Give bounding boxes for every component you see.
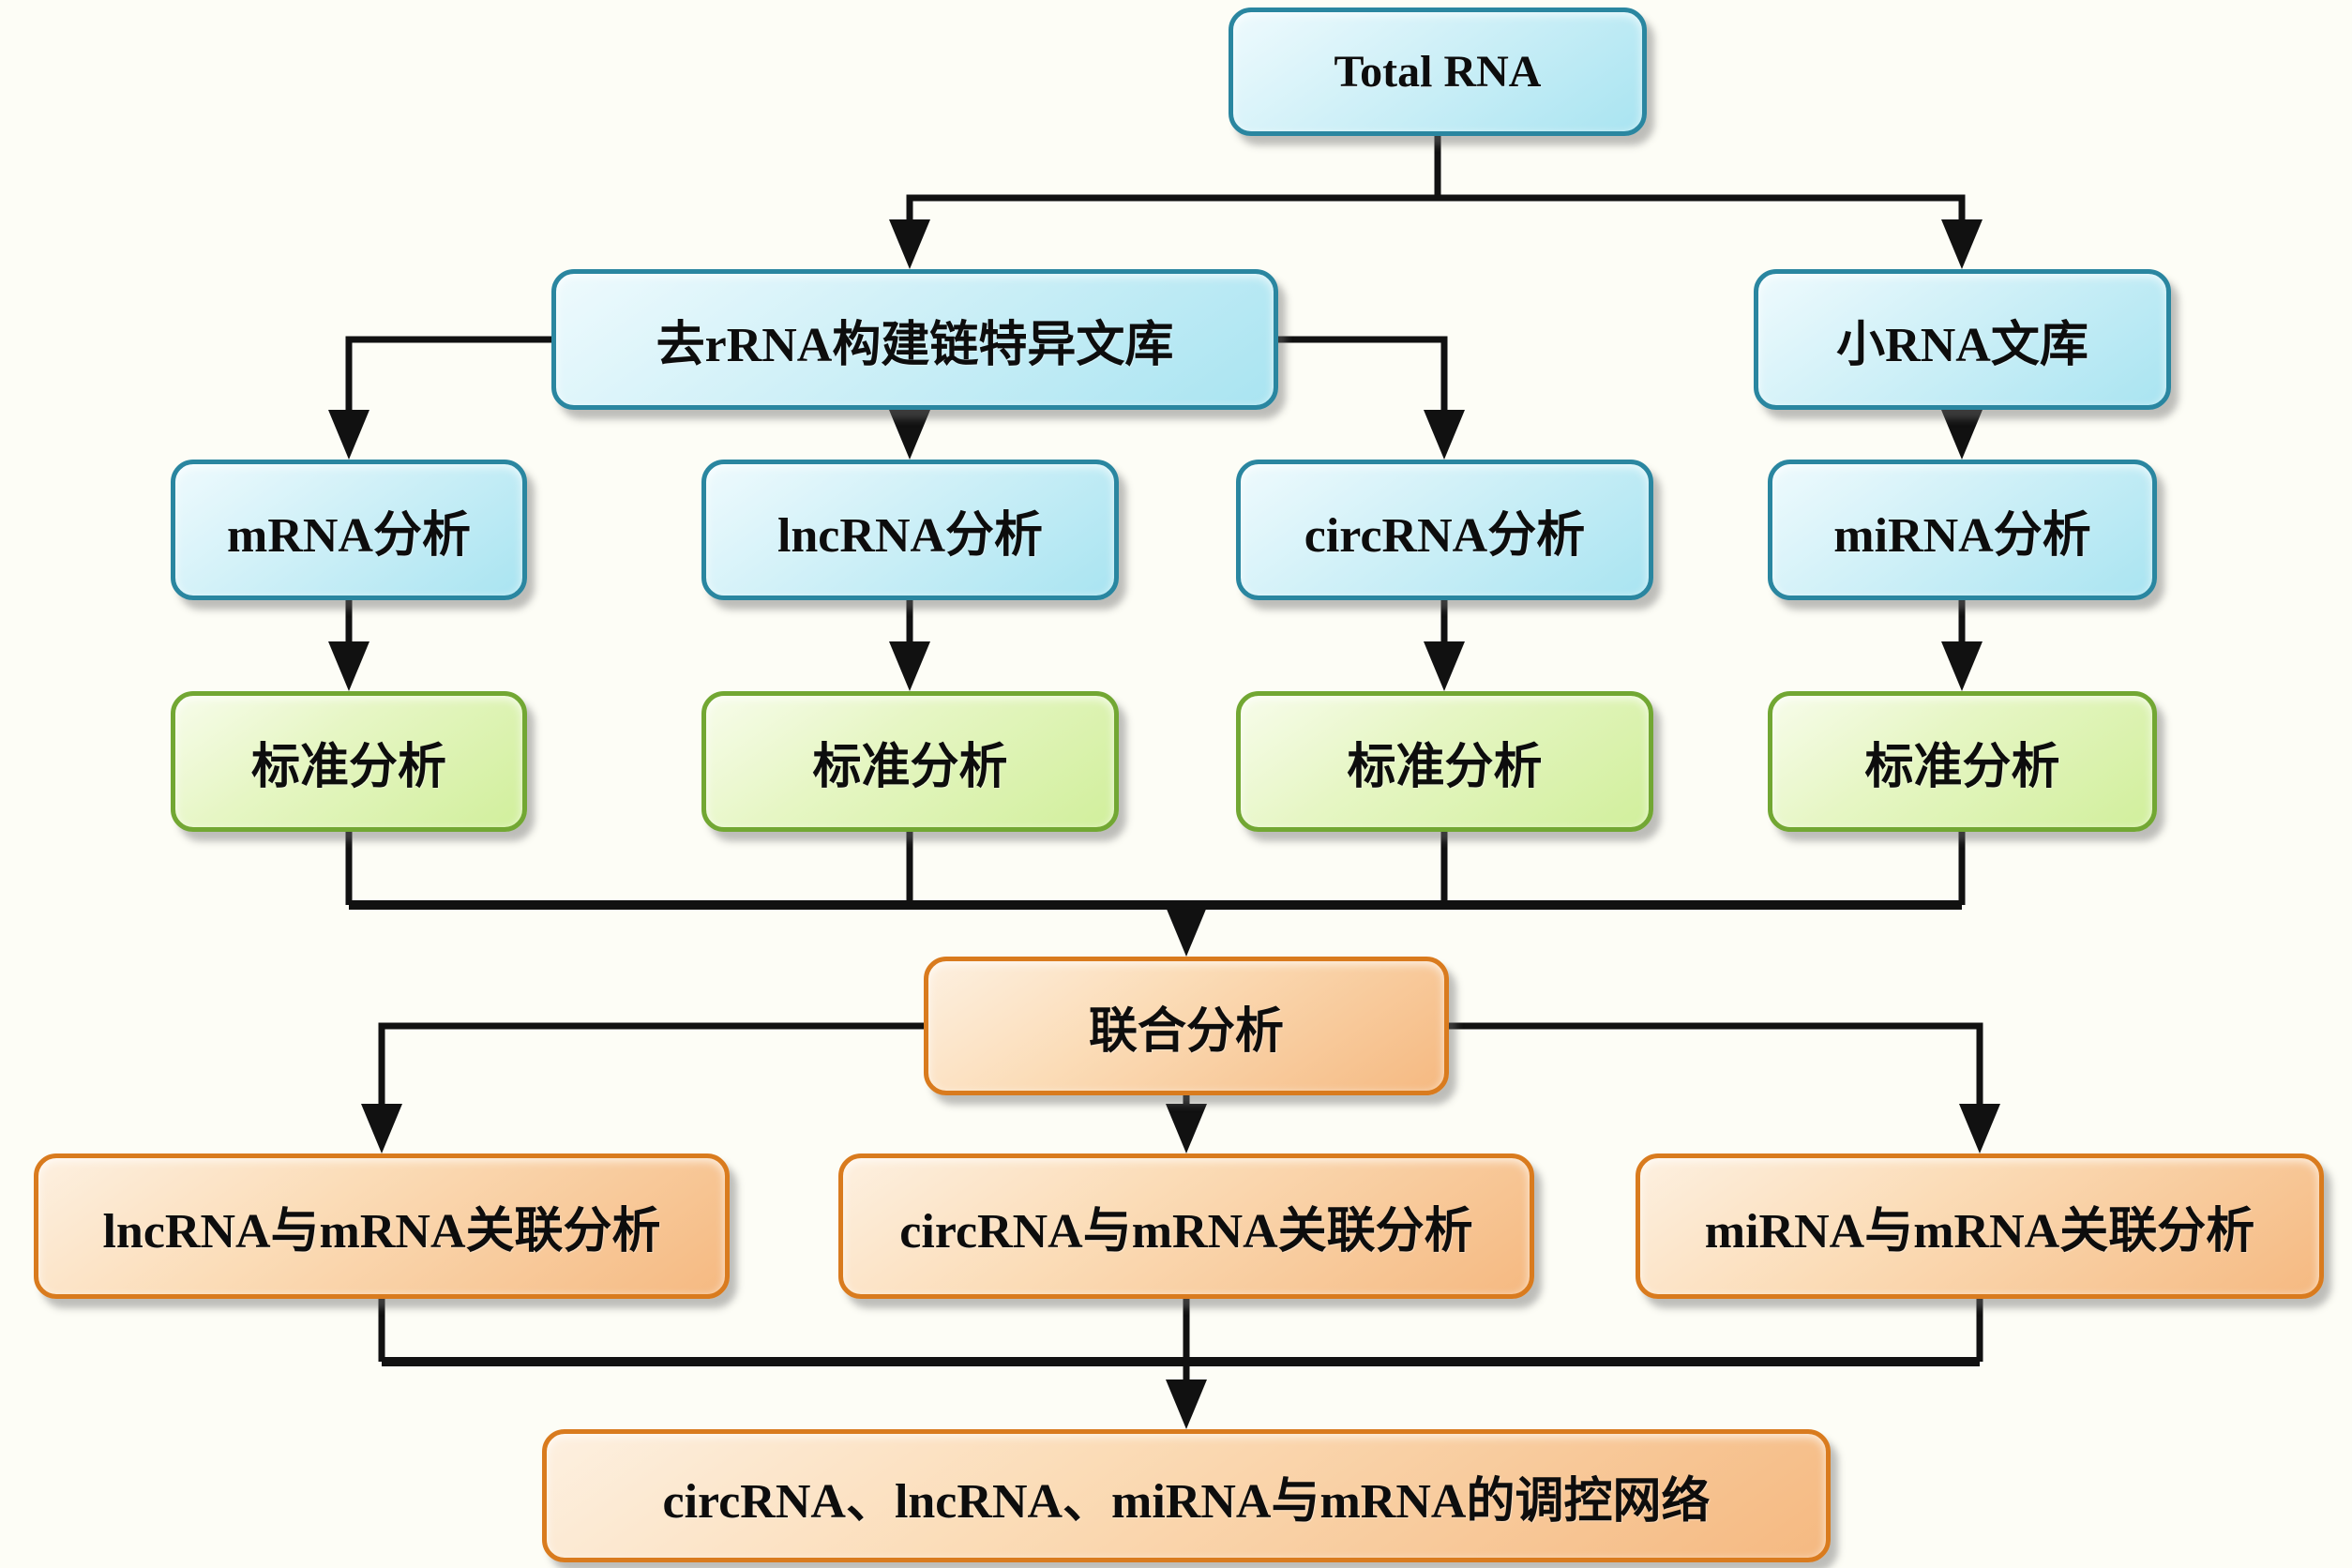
node-regulatory-network: circRNA、lncRNA、miRNA与mRNA的调控网络 xyxy=(542,1429,1831,1562)
node-label: 标准分析 xyxy=(812,740,1008,794)
edge-std-joint-bus xyxy=(345,832,1966,957)
node-label: Total RNA xyxy=(1334,47,1542,97)
node-circrna-mrna-relation: circRNA与mRNA关联分析 xyxy=(838,1153,1534,1299)
node-lncrna-mrna-relation: lncRNA与mRNA关联分析 xyxy=(34,1153,730,1299)
edge-totalrna-smallrnalib xyxy=(1438,194,1983,269)
node-label: mRNA分析 xyxy=(227,508,471,563)
edge-derrnalib-mrna xyxy=(328,336,551,460)
node-label: miRNA与mRNA关联分析 xyxy=(1704,1205,2255,1259)
node-label: 联合分析 xyxy=(1088,1004,1284,1059)
node-label: 标准分析 xyxy=(1347,740,1543,794)
node-lncrna-analysis: lncRNA分析 xyxy=(701,460,1119,600)
node-standard-analysis-lncrna: 标准分析 xyxy=(701,691,1119,832)
node-label: lncRNA与mRNA关联分析 xyxy=(102,1205,661,1259)
node-standard-analysis-circrna: 标准分析 xyxy=(1236,691,1653,832)
node-label: 去rRNA构建链特异文库 xyxy=(656,318,1174,372)
node-joint-analysis: 联合分析 xyxy=(924,957,1449,1095)
node-label: 小RNA文库 xyxy=(1836,318,2088,372)
edge-derrnalib-lncrna xyxy=(889,410,930,460)
edge-lncrna-std xyxy=(889,600,930,691)
node-label: lncRNA分析 xyxy=(776,508,1044,563)
node-total-rna: Total RNA xyxy=(1229,8,1647,136)
node-label: circRNA分析 xyxy=(1304,508,1586,563)
edge-joint-mirmrna xyxy=(1449,1022,2000,1153)
node-standard-analysis-mirna: 标准分析 xyxy=(1768,691,2157,832)
node-label: miRNA分析 xyxy=(1833,508,2091,563)
node-label: 标准分析 xyxy=(250,740,446,794)
node-derrna-library: 去rRNA构建链特异文库 xyxy=(551,269,1278,410)
node-mirna-analysis: miRNA分析 xyxy=(1768,460,2157,600)
edge-derrnalib-circrna xyxy=(1278,336,1465,460)
node-label: circRNA与mRNA关联分析 xyxy=(899,1205,1473,1259)
edge-totalrna-derrnalib xyxy=(889,136,1441,269)
node-circrna-analysis: circRNA分析 xyxy=(1236,460,1653,600)
edge-mrna-std xyxy=(328,600,369,691)
edge-smallrnalib-mirna xyxy=(1941,410,1983,460)
node-small-rna-library: 小RNA文库 xyxy=(1754,269,2171,410)
edge-joint-lncmrna xyxy=(361,1022,924,1153)
node-mrna-analysis: mRNA分析 xyxy=(171,460,527,600)
edge-mirna-std xyxy=(1941,600,1983,691)
node-label: 标准分析 xyxy=(1864,740,2060,794)
node-mirna-mrna-relation: miRNA与mRNA关联分析 xyxy=(1636,1153,2324,1299)
edge-rel-network-bus xyxy=(378,1299,1983,1429)
node-standard-analysis-mrna: 标准分析 xyxy=(171,691,527,832)
node-label: circRNA、lncRNA、miRNA与mRNA的调控网络 xyxy=(662,1474,1711,1529)
edge-joint-circmrna xyxy=(1166,1095,1207,1153)
edge-circrna-std xyxy=(1424,600,1465,691)
